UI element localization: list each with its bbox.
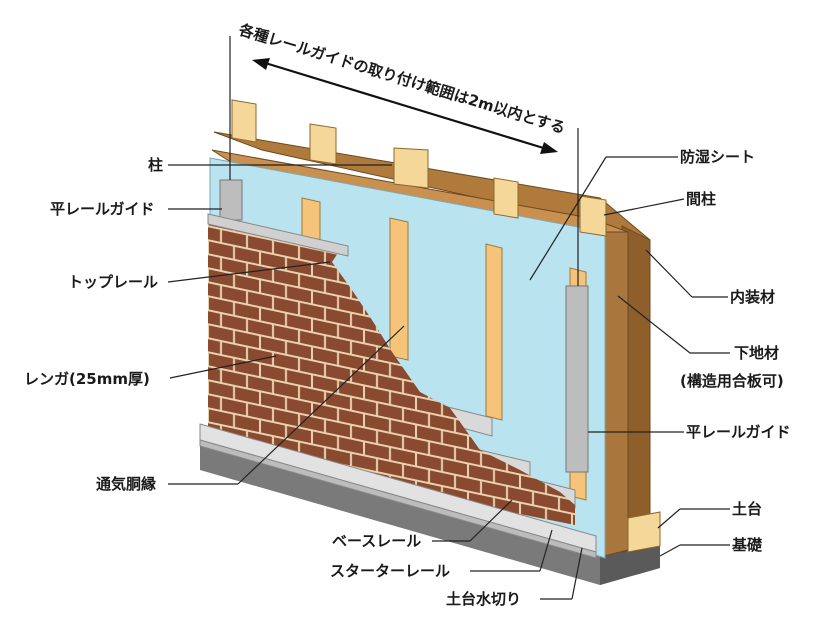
label-kiso: 基礎 — [731, 536, 763, 554]
label-hira-rail-guide-left: 平レールガイド — [50, 200, 155, 218]
label-dodai-mizukiri: 土台水切り — [446, 590, 521, 608]
right-labels: 防湿シート 間柱 内装材 下地材 (構造用合板可) 平レールガイド 土台 基礎 — [529, 148, 791, 557]
label-dodai: 土台 — [732, 500, 762, 518]
label-base-rail: ベースレール — [332, 532, 421, 550]
label-mabashira: 間柱 — [686, 190, 716, 208]
rail-guide-left — [219, 179, 243, 221]
label-naisouzai: 内装材 — [730, 288, 775, 306]
label-brick: レンガ(25mm厚) — [24, 370, 150, 388]
label-shitajizai-1: 下地材 — [734, 344, 779, 362]
label-shitajizai-2: (構造用合板可) — [680, 372, 784, 390]
label-hashira: 柱 — [148, 156, 163, 174]
label-top-rail: トップレール — [68, 273, 158, 291]
left-labels: 柱 平レールガイド トップレール レンガ(25mm厚) 通気胴縁 — [24, 156, 405, 493]
label-starter-rail: スターターレール — [330, 562, 450, 580]
top-note: 各種レールガイドの取り付け範囲は2m以内とする — [236, 20, 568, 137]
label-hira-rail-guide-right: 平レールガイド — [686, 423, 791, 441]
wood-posts — [231, 99, 607, 237]
sill-dodai — [627, 511, 661, 553]
starter-rail — [199, 423, 597, 559]
label-tsuuki-doubuchi: 通気胴縁 — [96, 475, 156, 493]
range-indicator — [229, 36, 579, 286]
top-rail — [207, 213, 349, 257]
label-boushitsu-sheet: 防湿シート — [680, 148, 755, 166]
bottom-labels: ベースレール スターターレール 土台水切り — [330, 499, 583, 608]
rail-guide-right — [565, 285, 589, 473]
